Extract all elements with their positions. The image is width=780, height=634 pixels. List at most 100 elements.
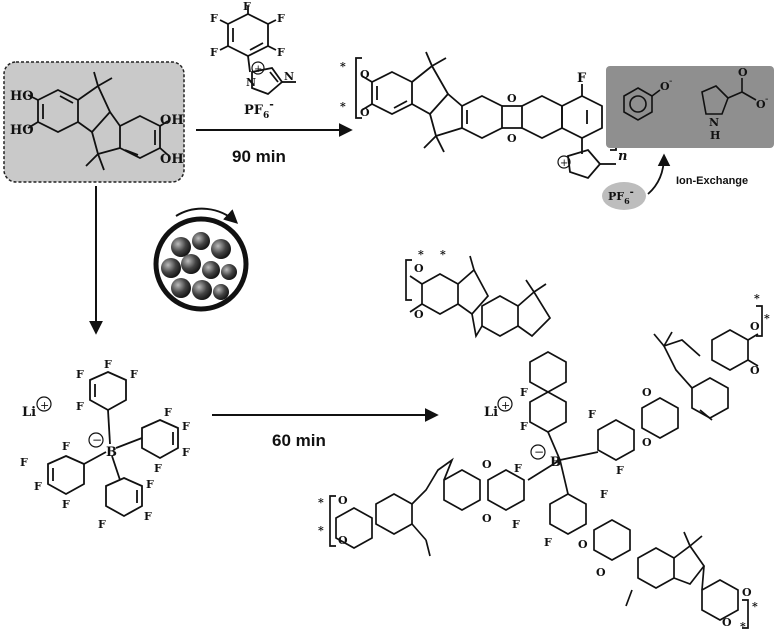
charge-label: - [669, 76, 672, 87]
polymer-end-star: * [340, 100, 346, 113]
negative-charge-icon [88, 432, 104, 448]
fluorine-label: F [277, 46, 285, 59]
oxygen-label: O [360, 106, 370, 119]
oxygen-label: O [414, 308, 424, 321]
charge-label: - [765, 94, 768, 105]
spirobisindane-structure [27, 71, 169, 171]
oxygen-label: O [642, 436, 652, 449]
ion-exchange-label: Ion-Exchange [676, 175, 748, 187]
oxygen-label: O [338, 494, 348, 507]
fluorine-label: F [616, 464, 624, 477]
fluorine-label: F [98, 518, 106, 531]
polymer-end-star: * [318, 524, 324, 537]
oxygen-label: O [507, 92, 517, 105]
oxygen-label: O [360, 68, 370, 81]
fluorine-label: F [243, 0, 251, 13]
plus-sign: + [560, 158, 568, 169]
fluorine-label: F [76, 368, 84, 381]
fluorine-label: F [62, 498, 70, 511]
fluorine-label: F [144, 510, 152, 523]
fluorine-label: F [210, 46, 218, 59]
minus-sign: − [92, 433, 102, 447]
fluorine-label: F [277, 12, 285, 25]
polymer-end-star: * [764, 312, 770, 325]
reaction-time-bottom: 60 min [272, 431, 326, 450]
lithium-label: Li [22, 405, 36, 420]
positive-charge-icon [497, 396, 513, 412]
nitrogen-label: N [709, 116, 719, 129]
fluorine-label: F [182, 420, 190, 433]
counterion-label: PF6- [608, 187, 634, 206]
monomer-box-frame [3, 61, 185, 183]
reaction-time-top: 90 min [232, 147, 286, 166]
oxygen-label: O [338, 534, 348, 547]
fluorine-label: F [20, 456, 28, 469]
oxygen-label: O [414, 262, 424, 275]
oxygen-label: O [660, 80, 670, 93]
fluorine-label: F [62, 440, 70, 453]
ball-mill-icon [153, 207, 249, 312]
positive-charge-icon [36, 396, 52, 412]
oxygen-label: O [482, 458, 492, 471]
monomer-box: HO HO OH OH [3, 61, 185, 183]
fluorine-label: F [544, 536, 552, 549]
oxygen-label: O [750, 364, 760, 377]
counterion-label: PF6- [244, 98, 274, 121]
fluorine-label: F [588, 408, 596, 421]
oxygen-label: O [742, 586, 752, 599]
nitrogen-label: N [284, 70, 294, 83]
ion-exchange-arrow [647, 153, 671, 195]
oxygen-label: O [750, 320, 760, 333]
positive-charge-icon [251, 61, 265, 75]
polymer-end-star: * [318, 496, 324, 509]
plus-sign: + [40, 399, 49, 412]
negative-charge-icon [530, 444, 546, 460]
plus-sign: + [501, 399, 510, 412]
polymer-end-star: * [340, 60, 346, 73]
fluorine-label: F [512, 518, 520, 531]
fluorine-label: F [600, 488, 608, 501]
oxygen-label: O [642, 386, 652, 399]
counterion-bubble [602, 182, 646, 210]
fluorine-label: F [130, 368, 138, 381]
oxygen-label: O [482, 512, 492, 525]
ion-exchange-box: O - N H O O - [606, 66, 774, 148]
polymer-end-star: * [440, 248, 446, 261]
fluorine-label: F [520, 386, 528, 399]
fluorine-label: F [577, 71, 587, 86]
hydroxyl-label: HO [10, 123, 34, 138]
fluorine-label: F [514, 462, 522, 475]
boron-label: B [550, 455, 561, 470]
oxygen-label: O [578, 538, 588, 551]
hydroxyl-label: OH [160, 152, 184, 167]
hydroxyl-label: HO [10, 89, 34, 104]
hydroxyl-label: OH [160, 113, 184, 128]
borate-monomer: Li + B − F F F F F F F F F F F F [20, 358, 190, 531]
boron-label: B [106, 445, 117, 460]
fluorine-label: F [164, 406, 172, 419]
fluorine-label: F [154, 462, 162, 475]
lithium-label: Li [484, 405, 498, 420]
polymer-end-star: * [754, 292, 760, 305]
fluorine-label: F [104, 358, 112, 371]
rotation-arrow [175, 207, 239, 224]
polymer-end-star: * [752, 600, 758, 613]
polymer-end-star: * [740, 620, 746, 633]
positive-charge-icon [557, 155, 571, 169]
fluorine-label: F [146, 478, 154, 491]
oxygen-label: O [756, 98, 766, 111]
oxygen-label: O [596, 566, 606, 579]
network-polymer-structure: Li + [318, 248, 770, 633]
plus-sign: + [254, 64, 262, 75]
ion-exchange-frame [606, 66, 774, 148]
fluorine-label: F [182, 446, 190, 459]
oxygen-label: O [738, 66, 748, 79]
repeat-n-label: n [618, 149, 627, 164]
hydrogen-label: H [710, 129, 720, 142]
oxygen-label: O [722, 616, 732, 629]
nitrogen-label: N [246, 76, 256, 89]
polymer-top-structure: * * O O O O F * n + PF6- [340, 51, 646, 210]
oxygen-label: O [507, 132, 517, 145]
fluorine-label: F [210, 12, 218, 25]
minus-sign: − [534, 445, 544, 459]
